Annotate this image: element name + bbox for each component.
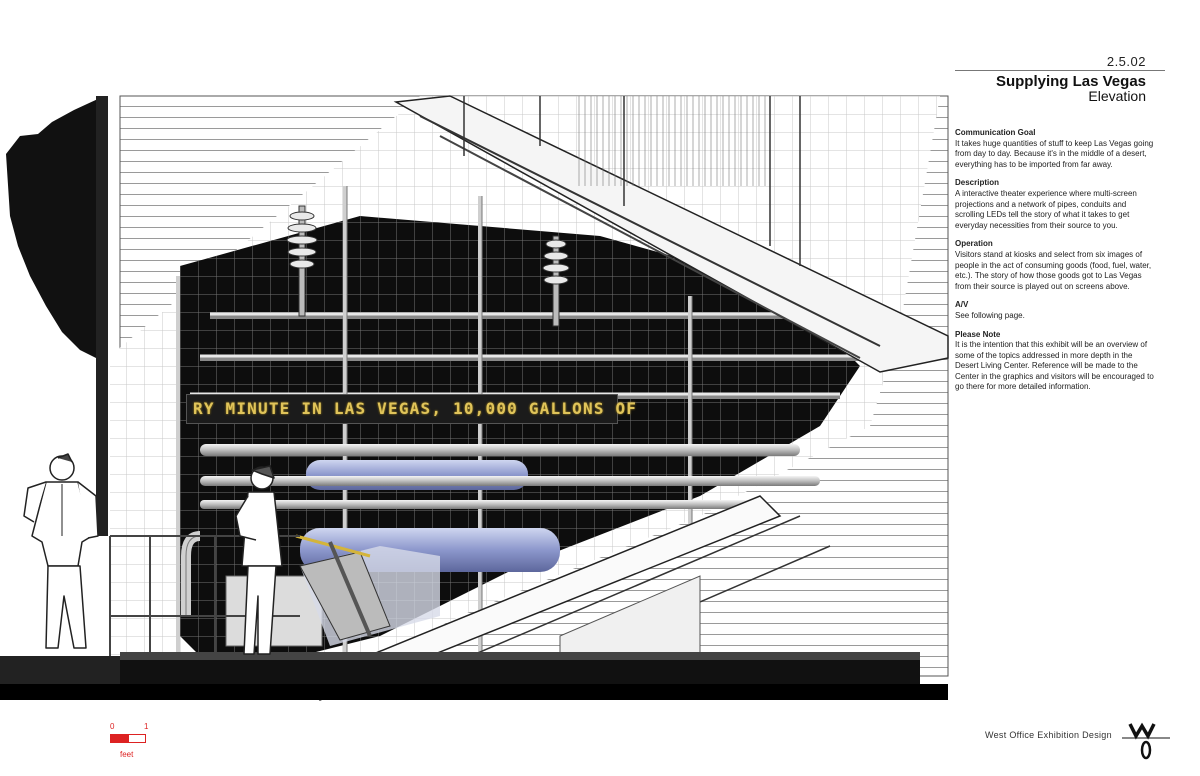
scale-zero-label: 0 xyxy=(110,722,115,731)
sheet-subtitle: Elevation xyxy=(1088,88,1146,104)
title-rule xyxy=(955,70,1165,71)
scale-unit-label: feet xyxy=(120,750,134,759)
note-operation: Operation Visitors stand at kiosks and s… xyxy=(955,239,1155,292)
firm-name: West Office Exhibition Design xyxy=(985,730,1112,740)
sheet-number: 2.5.02 xyxy=(1106,54,1146,69)
sheet-title: Supplying Las Vegas xyxy=(995,73,1146,90)
note-please-note: Please Note It is the intention that thi… xyxy=(955,330,1155,394)
scale-bar-graphic xyxy=(110,734,146,743)
note-av: A/V See following page. xyxy=(955,300,1155,321)
elevation-illustration xyxy=(0,95,949,701)
note-description: Description A interactive theater experi… xyxy=(955,178,1155,231)
scale-bar-fill xyxy=(111,735,129,742)
scale-bar: 0 1 feet xyxy=(110,722,150,762)
west-office-logo-icon xyxy=(1122,720,1172,771)
note-body: A interactive theater experience where m… xyxy=(955,188,1137,230)
led-scrolling-sign: RY MINUTE IN LAS VEGAS, 10,000 GALLONS O… xyxy=(186,394,636,424)
note-body: It takes huge quantities of stuff to kee… xyxy=(955,138,1154,169)
elevation-drawing xyxy=(0,95,949,701)
notes-panel: Communication Goal It takes huge quantit… xyxy=(955,128,1155,401)
note-heading: Please Note xyxy=(955,329,1001,339)
note-heading: A/V xyxy=(955,300,969,310)
note-communication-goal: Communication Goal It takes huge quantit… xyxy=(955,128,1155,170)
note-body: Visitors stand at kiosks and select from… xyxy=(955,249,1152,291)
note-body: See following page. xyxy=(955,310,1025,320)
scale-one-label: 1 xyxy=(144,722,149,731)
logo-mark xyxy=(1122,722,1170,760)
note-body: It is the intention that this exhibit wi… xyxy=(955,340,1154,392)
note-heading: Operation xyxy=(955,239,993,249)
note-heading: Communication Goal xyxy=(955,128,1036,137)
note-heading: Description xyxy=(955,178,1000,188)
